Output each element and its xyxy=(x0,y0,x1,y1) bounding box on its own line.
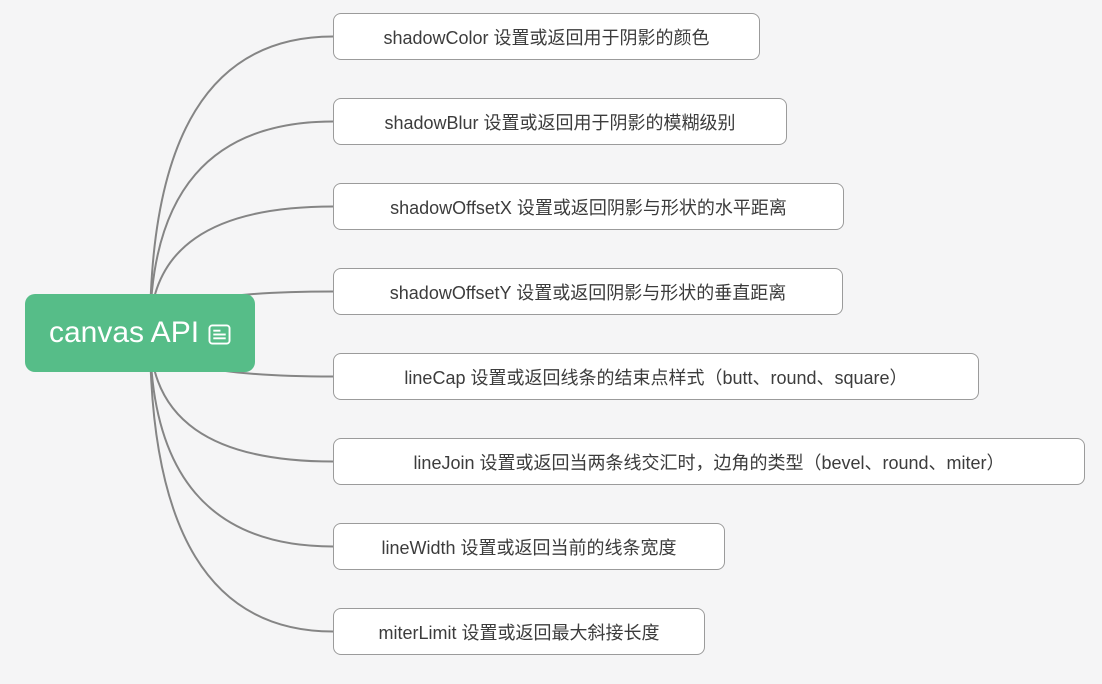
topic-node-shadowoffsety[interactable]: shadowOffsetY 设置或返回阴影与形状的垂直距离 xyxy=(333,268,843,315)
topic-node-shadowoffsetx[interactable]: shadowOffsetX 设置或返回阴影与形状的水平距离 xyxy=(333,183,844,230)
notes-icon[interactable] xyxy=(208,324,231,345)
topic-node-linecap[interactable]: lineCap 设置或返回线条的结束点样式（butt、round、square） xyxy=(333,353,979,400)
topic-label: lineWidth 设置或返回当前的线条宽度 xyxy=(381,537,677,558)
connector-shadowblur xyxy=(149,120,334,334)
root-node-canvas-api[interactable]: canvas API xyxy=(25,294,255,372)
connector-linewidth xyxy=(149,332,334,548)
topic-label: shadowOffsetY 设置或返回阴影与形状的垂直距离 xyxy=(389,282,787,303)
topic-node-linewidth[interactable]: lineWidth 设置或返回当前的线条宽度 xyxy=(333,523,725,570)
topic-label: shadowOffsetX 设置或返回阴影与形状的水平距离 xyxy=(390,197,787,218)
topic-label: shadowBlur 设置或返回用于阴影的模糊级别 xyxy=(384,112,736,133)
root-node-label: canvas API xyxy=(48,316,200,349)
connector-miterlimit xyxy=(149,332,334,633)
topic-node-shadowblur[interactable]: shadowBlur 设置或返回用于阴影的模糊级别 xyxy=(333,98,787,145)
topic-label: lineCap 设置或返回线条的结束点样式（butt、round、square） xyxy=(404,367,908,388)
topic-node-shadowcolor[interactable]: shadowColor 设置或返回用于阴影的颜色 xyxy=(333,13,760,60)
connector-shadowcolor xyxy=(149,35,334,334)
topic-node-miterlimit[interactable]: miterLimit 设置或返回最大斜接长度 xyxy=(333,608,705,655)
topic-label: miterLimit 设置或返回最大斜接长度 xyxy=(378,622,660,643)
topic-label: shadowColor 设置或返回用于阴影的颜色 xyxy=(383,27,710,48)
topic-node-linejoin[interactable]: lineJoin 设置或返回当两条线交汇时，边角的类型（bevel、round、… xyxy=(333,438,1085,485)
topic-label: lineJoin 设置或返回当两条线交汇时，边角的类型（bevel、round、… xyxy=(413,452,1005,473)
